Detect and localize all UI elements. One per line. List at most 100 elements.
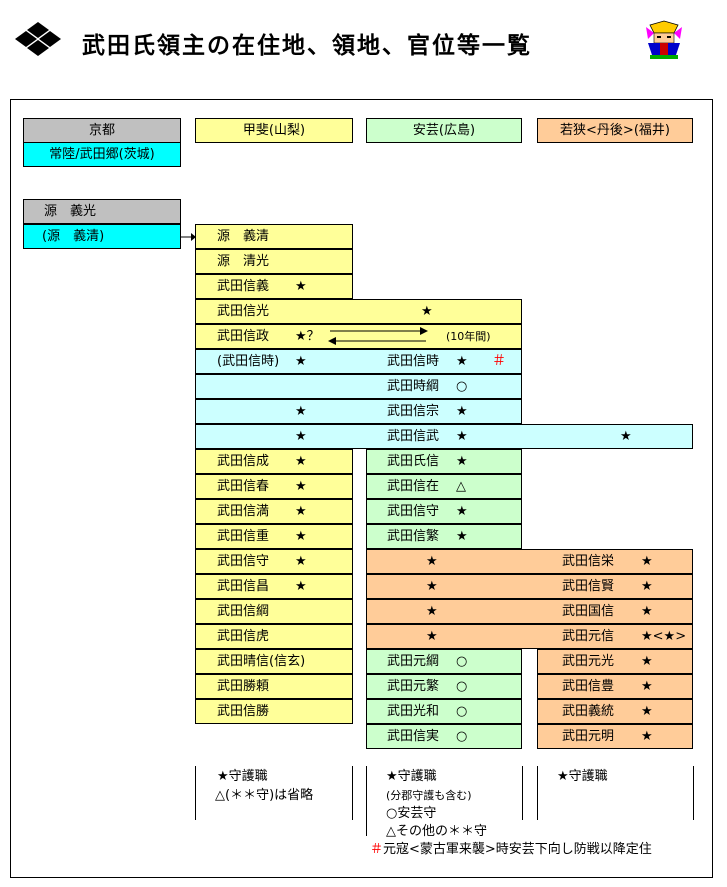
kai-name: 源 清光 (217, 254, 270, 269)
row-box (366, 599, 693, 624)
kai-name: 武田信光 (217, 304, 270, 319)
aki-name: 武田信時 (387, 354, 440, 369)
aki-name: 武田信守 (387, 504, 440, 519)
aki-mark: ★ (456, 429, 468, 444)
chart-frame (10, 99, 713, 878)
header-aki: 安芸(広島) (366, 118, 522, 143)
row-box (366, 549, 693, 574)
kai-name: (武田信時) (217, 354, 280, 369)
row-box (366, 524, 522, 549)
wakasa-name: 武田元信 (562, 629, 615, 644)
wakasa-mark: ★<★> (641, 629, 687, 644)
row-box (366, 724, 522, 749)
row-box (195, 574, 353, 599)
row-box (195, 624, 353, 649)
kai-name: 武田信綱 (217, 604, 270, 619)
aki-mark: ★ (456, 404, 468, 419)
legend-wakasa-guardian: ★守護職 (557, 769, 608, 784)
row-box (195, 649, 353, 674)
row-box (195, 699, 353, 724)
wakasa-name: 武田元明 (562, 729, 615, 744)
kai-name: 武田信政 (217, 329, 270, 344)
row-box (195, 299, 522, 324)
wakasa-mark: ★ (641, 729, 653, 744)
kai-name: 武田信重 (217, 529, 270, 544)
row-box (195, 274, 353, 299)
minamoto-yoshikiyo: (源 義清) (23, 224, 181, 249)
aki-mark: ★ (456, 504, 468, 519)
aki-name: 武田信武 (387, 429, 440, 444)
wakasa-mark: ★ (641, 604, 653, 619)
row-box (537, 674, 693, 699)
legend-divider (352, 766, 353, 820)
row-box (195, 549, 353, 574)
aki-mark: △ (456, 479, 466, 494)
minamoto-yoshimitsu: 源 義光 (23, 199, 181, 224)
aki-mark: ★ (426, 554, 438, 569)
aki-mark: ○ (456, 379, 468, 394)
legend-kai-omitted: △(＊＊守)は省略 (215, 788, 314, 803)
samurai-helmet-icon (644, 19, 684, 61)
header-hitachi: 常陸/武田郷(茨城) (23, 142, 181, 167)
aki-name: 武田信宗 (387, 404, 440, 419)
aki-mark: ★ (456, 454, 468, 469)
aki-name: 武田信実 (387, 729, 440, 744)
aki-name: 武田元繁 (387, 679, 440, 694)
kai-name: 武田信勝 (217, 704, 270, 719)
legend-divider (195, 766, 196, 820)
aki-mark: ○ (456, 654, 468, 669)
aki-name: 武田氏信 (387, 454, 440, 469)
wakasa-mark: ★ (620, 429, 632, 444)
row-box (195, 449, 353, 474)
legend-divider (366, 766, 367, 836)
row-box (366, 474, 522, 499)
wakasa-mark: ★ (641, 704, 653, 719)
legend-kai-guardian: ★守護職 (217, 769, 268, 784)
row-box (195, 599, 353, 624)
double-arrow-icon (328, 327, 428, 345)
row-box (195, 324, 522, 349)
wakasa-mark: ★ (641, 679, 653, 694)
row-box (366, 624, 693, 649)
kai-name: 武田信昌 (217, 579, 270, 594)
takeda-bishi-crest-icon (15, 22, 61, 56)
header-wakasa: 若狭<丹後>(福井) (537, 118, 693, 143)
kai-mark: ★ (295, 579, 307, 594)
aki-mark: ○ (456, 729, 468, 744)
aki-name: 武田光和 (387, 704, 440, 719)
wakasa-name: 武田元光 (562, 654, 615, 669)
legend-aki-guardian: ★守護職 (386, 769, 437, 784)
kai-mark: ★？ (295, 329, 320, 344)
kai-name: 武田信満 (217, 504, 270, 519)
row-box (195, 474, 353, 499)
row-box (195, 224, 353, 249)
wakasa-name: 武田信豊 (562, 679, 615, 694)
arrow-right-icon (181, 233, 196, 241)
kai-name: 源 義清 (217, 229, 270, 244)
kai-mark: ★ (295, 554, 307, 569)
row-box (366, 699, 522, 724)
row-box (195, 424, 693, 449)
aki-mark: ★ (456, 529, 468, 544)
row-box (537, 649, 693, 674)
hash-mark: ＃ (370, 842, 384, 857)
kai-mark: ★ (295, 479, 307, 494)
kai-mark: ★ (295, 404, 307, 419)
row-box (537, 724, 693, 749)
wakasa-mark: ★ (641, 554, 653, 569)
aki-mark: ★ (426, 629, 438, 644)
kai-name: 武田勝頼 (217, 679, 270, 694)
wakasa-name: 武田信栄 (562, 554, 615, 569)
legend-divider (522, 766, 523, 820)
legend-aki-triangle: △その他の＊＊守 (386, 824, 487, 839)
row-box (366, 449, 522, 474)
legend-hash-note: ＃元寇<蒙古軍来襲>時安芸下向し防戦以降定住 (370, 841, 652, 859)
row-box (366, 649, 522, 674)
kai-mark: ★ (295, 354, 307, 369)
wakasa-name: 武田国信 (562, 604, 615, 619)
row-box (366, 674, 522, 699)
page-title: 武田氏領主の在住地、領地、官位等一覧 (82, 32, 532, 59)
row-box (195, 524, 353, 549)
legend-aki-subnote: (分郡守護も含む) (386, 789, 472, 802)
aki-name: 武田時綱 (387, 379, 440, 394)
